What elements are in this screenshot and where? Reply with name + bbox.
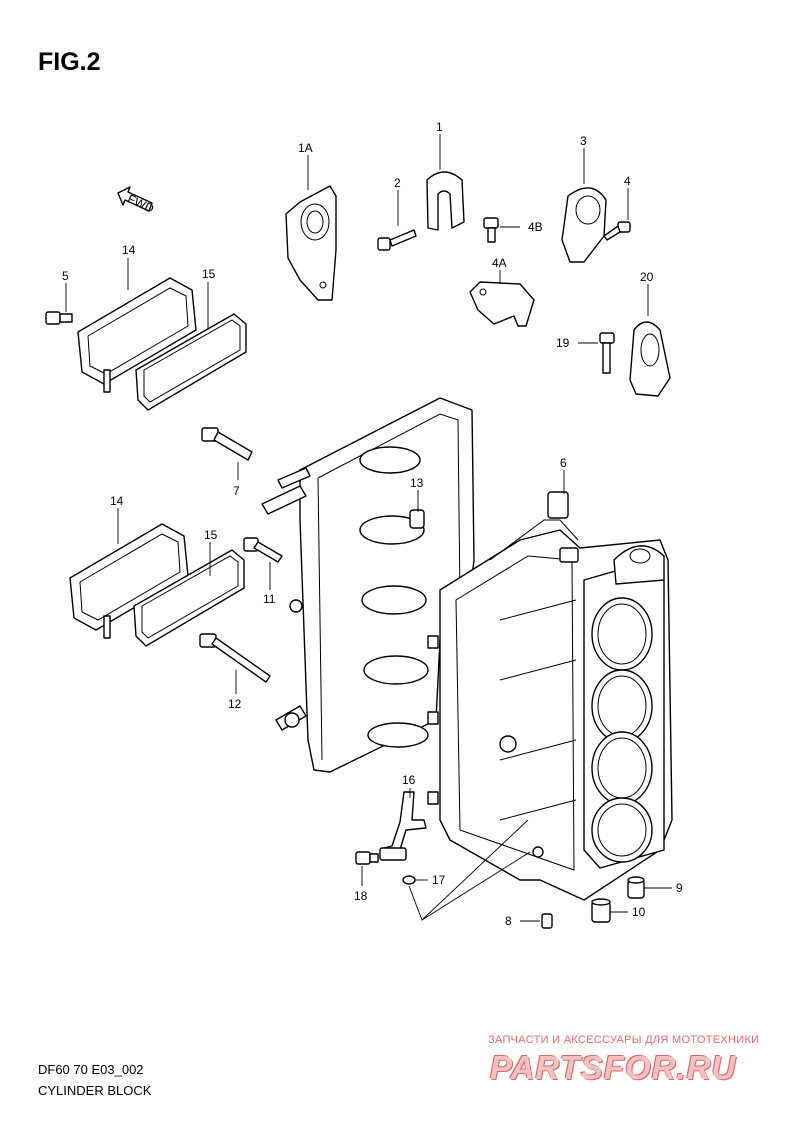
- clamp-1: [426, 171, 465, 231]
- callout-4b: 4B: [528, 220, 543, 234]
- callout-18: 18: [354, 889, 368, 903]
- plug-10: [591, 898, 611, 923]
- callout-5: 5: [62, 269, 69, 283]
- bolt-5: [45, 311, 73, 325]
- cylinder-bores: [583, 559, 665, 869]
- bracket-4a: [469, 281, 535, 327]
- bolt-12: [199, 633, 271, 683]
- callout-17: 17: [432, 873, 446, 887]
- callout-19: 19: [556, 336, 570, 350]
- bolt-4: [603, 221, 631, 241]
- callout-13: 13: [410, 476, 424, 490]
- pin-8: [541, 913, 553, 929]
- callout-6: 6: [560, 456, 567, 470]
- fwd-label: FWD: [125, 192, 156, 216]
- watermark-logo: PARTSFOR.RU: [490, 1049, 737, 1086]
- figure-title: FIG.2: [38, 48, 101, 76]
- callout-labels: 1A 1 2 3 4 4B 4A 5 14 15 20 19 6 7 13 14…: [62, 120, 683, 928]
- watermark-tagline: ЗАПЧАСТИ И АКСЕССУАРЫ ДЛЯ МОТОТЕХНИКИ: [488, 1034, 760, 1046]
- bolt-7: [201, 427, 253, 461]
- callout-9: 9: [676, 881, 683, 895]
- callout-14-upper: 14: [122, 243, 136, 257]
- callout-2: 2: [394, 176, 401, 190]
- callout-4a: 4A: [492, 256, 507, 270]
- figure-code: DF60 70 E03_002: [38, 1062, 144, 1077]
- callout-11: 11: [263, 592, 276, 606]
- pipe-16: [379, 791, 427, 861]
- callout-4: 4: [624, 174, 631, 188]
- callout-16: 16: [402, 773, 416, 787]
- leader-lines: [65, 134, 672, 922]
- callout-1a: 1A: [298, 141, 313, 155]
- gasket-15-upper: [135, 313, 247, 411]
- cylinder-block: [427, 491, 673, 901]
- callout-3: 3: [580, 134, 587, 148]
- callout-8: 8: [505, 914, 512, 928]
- bolt-19: [599, 332, 615, 374]
- bolt-11: [243, 537, 283, 563]
- plate-20: [629, 321, 671, 397]
- callout-20: 20: [640, 270, 654, 284]
- plate-3: [561, 187, 607, 263]
- cover-14-upper: [77, 277, 197, 393]
- callout-1: 1: [436, 120, 443, 134]
- gasket-15-lower: [133, 549, 245, 647]
- plug-9: [627, 876, 645, 899]
- figure-name: CYLINDER BLOCK: [38, 1083, 152, 1098]
- callout-15-lower: 15: [204, 528, 218, 542]
- callout-14-lower: 14: [110, 494, 124, 508]
- crankcase-half: [261, 397, 475, 773]
- bracket-1a: [285, 185, 337, 301]
- o-ring-17: [402, 875, 416, 885]
- callout-15-upper: 15: [202, 267, 216, 281]
- callout-7: 7: [233, 484, 240, 498]
- callout-10: 10: [632, 905, 646, 919]
- bolt-18: [355, 851, 379, 865]
- fwd-arrow-icon: FWD: [117, 186, 156, 216]
- callout-12: 12: [228, 697, 242, 711]
- bolt-4b: [483, 217, 499, 243]
- bolt-2: [377, 229, 417, 251]
